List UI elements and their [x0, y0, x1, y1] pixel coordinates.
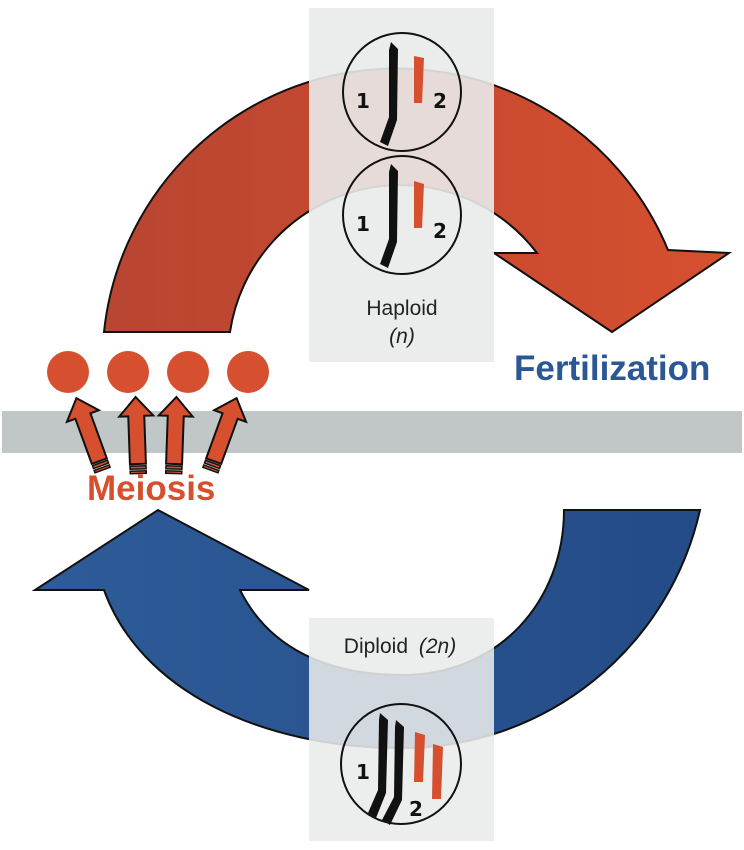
meiosis-arrow-small [65, 396, 112, 474]
gamete [47, 351, 89, 393]
meiosis-products [47, 351, 269, 393]
fertilization-label: Fertilization [514, 349, 710, 388]
diploid-label: Diploid (2n) [344, 635, 456, 658]
diploid-ploidy: (2n) [419, 635, 456, 658]
chromosome-1a [368, 713, 388, 818]
chromosome-label-2: 2 [409, 797, 423, 821]
haploid-cell: 1 2 [342, 155, 462, 275]
chromosome-1 [380, 42, 398, 146]
chromosome-label-1: 1 [356, 212, 370, 236]
diploid-cell: 1 2 [340, 703, 462, 825]
haploid-label: Haploid [366, 297, 437, 320]
chromosome-2 [414, 56, 424, 103]
chromosome-label-2: 2 [433, 89, 447, 113]
divider-bar [2, 411, 742, 453]
haploid-panel [309, 8, 494, 362]
gamete [227, 351, 269, 393]
chromosome-2 [414, 181, 424, 228]
meiosis-arrow-small [117, 395, 156, 475]
meiosis-arrow-small [201, 396, 248, 474]
chromosome-1 [380, 164, 398, 268]
chromosome-2b [432, 744, 443, 799]
diploid-label-text: Diploid [344, 635, 408, 658]
meiosis-small-arrows [65, 395, 248, 475]
meiosis-label: Meiosis [87, 469, 215, 508]
gamete [167, 351, 209, 393]
gamete [107, 351, 149, 393]
haploid-ploidy: (n) [389, 325, 415, 348]
meiosis-arrow-small [156, 395, 195, 475]
chromosome-1b [382, 720, 404, 825]
haploid-cell: 1 2 [342, 32, 462, 152]
chromosome-label-2: 2 [433, 219, 447, 243]
chromosome-label-1: 1 [356, 89, 370, 113]
chromosome-2a [414, 732, 425, 782]
chromosome-label-1: 1 [356, 760, 370, 784]
